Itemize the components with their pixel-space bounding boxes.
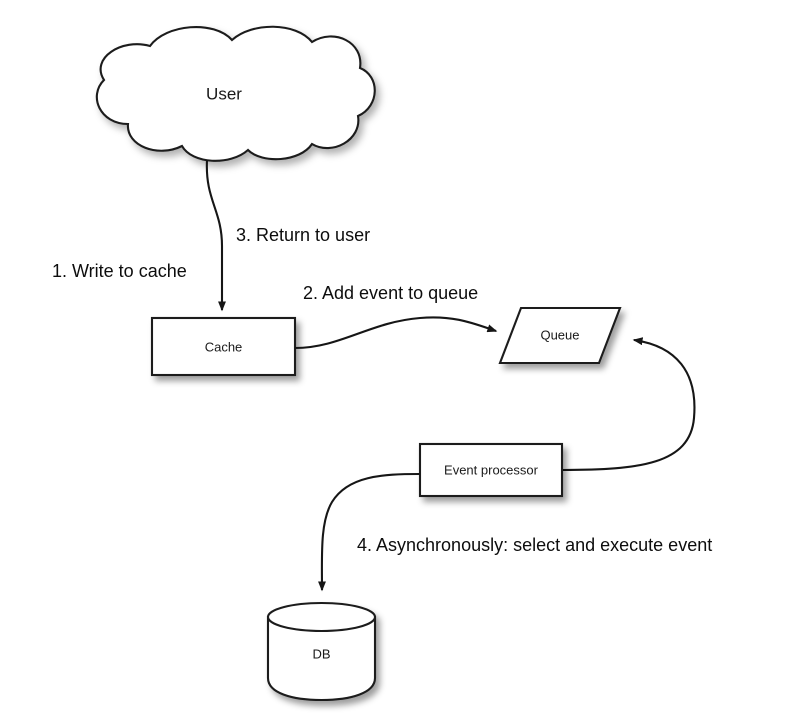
- edge-eventprocessor-to-db: [317, 472, 421, 592]
- edge-label-step-3: 3. Return to user: [236, 225, 370, 245]
- node-db[interactable]: DB: [266, 601, 377, 702]
- node-queue-label: Queue: [540, 327, 579, 342]
- edge-cache-to-queue: [294, 316, 498, 350]
- node-event-processor[interactable]: Event processor: [418, 442, 564, 498]
- node-user[interactable]: User: [95, 25, 376, 162]
- edge-user-to-cache: [205, 159, 226, 312]
- node-event-processor-label: Event processor: [444, 462, 539, 477]
- edge-label-step-2: 2. Add event to queue: [303, 283, 478, 303]
- node-user-label: User: [206, 84, 242, 103]
- node-cache-label: Cache: [205, 339, 243, 354]
- edge-label-step-4: 4. Asynchronously: select and execute ev…: [357, 535, 712, 555]
- node-queue[interactable]: Queue: [498, 306, 622, 365]
- node-cache[interactable]: Cache: [150, 316, 297, 377]
- node-db-label: DB: [312, 646, 330, 661]
- edge-label-step-1: 1. Write to cache: [52, 261, 187, 281]
- edge-eventprocessor-to-queue: [561, 337, 696, 472]
